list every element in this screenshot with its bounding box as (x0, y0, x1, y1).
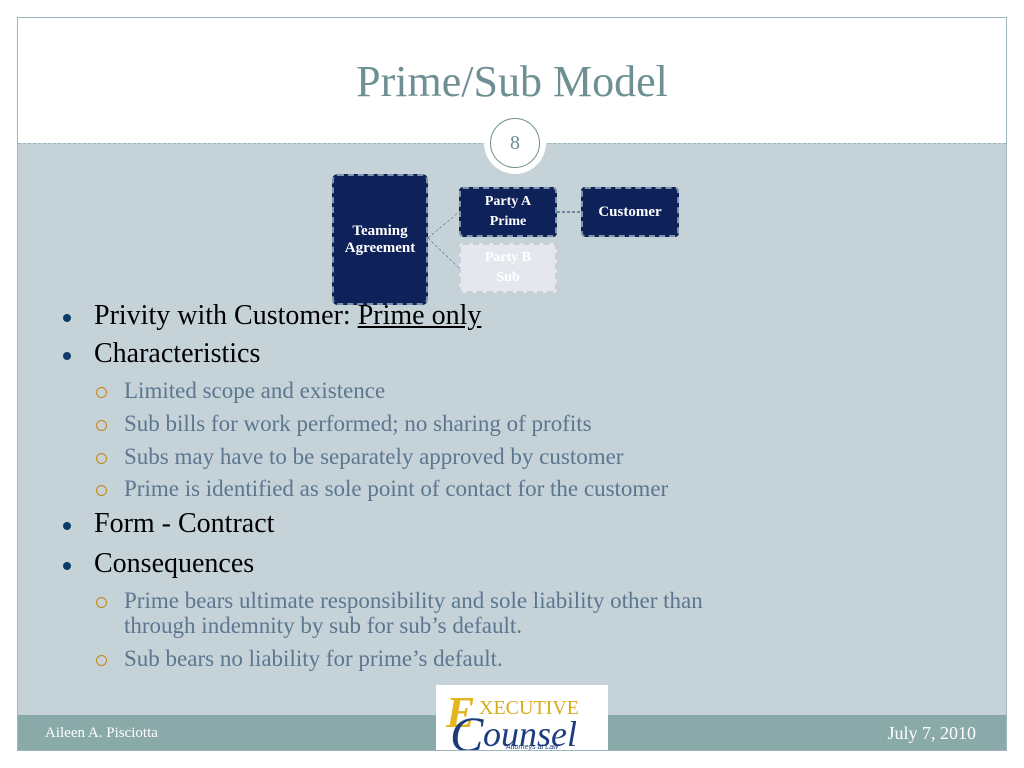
party-a-label-1: Party A (484, 194, 532, 209)
bullet-dot (63, 314, 71, 322)
form-text: Form - Contract (94, 508, 275, 539)
page-number-badge: 8 (484, 112, 546, 174)
sub-bullet-text: Limited scope and existence (124, 378, 386, 403)
customer-label: Customer (598, 204, 662, 220)
bullet-dot (63, 522, 71, 530)
characteristics-text: Characteristics (94, 338, 261, 369)
sub-bullet-text: through indemnity by sub for sub’s defau… (124, 613, 522, 638)
sub-bullet-text: Prime bears ultimate responsibility and … (124, 588, 703, 613)
connector-teaming-partyb-dark (427, 237, 460, 269)
party-b-label-2: Sub (496, 270, 520, 285)
footer-date: July 7, 2010 (887, 723, 976, 743)
party-a-box: Party A Prime (459, 187, 557, 237)
slide-title: Prime/Sub Model (356, 57, 668, 106)
teaming-label-1: Teaming (352, 222, 408, 239)
logo-letter-c: C (450, 706, 484, 751)
logo-tagline: Attorneys at Law (506, 744, 559, 751)
sub-bullet-text: Sub bears no liability for prime’s defau… (124, 646, 503, 671)
executive-counsel-logo: E XECUTIVE C ounsel Attorneys at Law (436, 685, 608, 751)
sub-bullet-text: Sub bills for work performed; no sharing… (124, 411, 592, 436)
teaming-label-2: Agreement (344, 239, 416, 256)
party-a-label-2: Prime (489, 214, 527, 229)
sub-bullet-ring (96, 485, 107, 496)
slide: Prime/Sub Model 8 Teaming Agreement Part… (17, 17, 1007, 751)
connector-teaming-partya-dark (427, 211, 460, 239)
privity-text: Privity with Customer: (94, 300, 358, 331)
customer-box: Customer (581, 187, 679, 237)
party-b-box: Party B Sub (459, 243, 557, 293)
sub-bullet-ring (96, 597, 107, 608)
sub-bullet-ring (96, 453, 107, 464)
logo-bottom-text: ounsel (483, 714, 577, 751)
party-b-label-1: Party B (484, 250, 532, 265)
consequences-text: Consequences (94, 548, 255, 579)
sub-bullet-text: Subs may have to be separately approved … (124, 444, 624, 469)
teaming-diagram: Teaming Agreement Party A Prime Party B … (18, 18, 1006, 750)
logo-letter-e: E (446, 688, 476, 737)
sub-bullet-ring (96, 655, 107, 666)
sub-bullet-ring (96, 420, 107, 431)
bullet-dot (63, 562, 71, 570)
bullet-dot (63, 352, 71, 360)
footer-author: Aileen A. Pisciotta (45, 725, 158, 741)
sub-bullet-ring (96, 387, 107, 398)
privity-emphasis: Prime only (357, 300, 482, 331)
page-number: 8 (490, 118, 540, 168)
logo-top-text: XECUTIVE (479, 697, 579, 719)
diagram-connectors (427, 211, 581, 269)
sub-bullet-text: Prime is identified as sole point of con… (124, 476, 669, 501)
teaming-agreement-box: Teaming Agreement (332, 174, 428, 305)
